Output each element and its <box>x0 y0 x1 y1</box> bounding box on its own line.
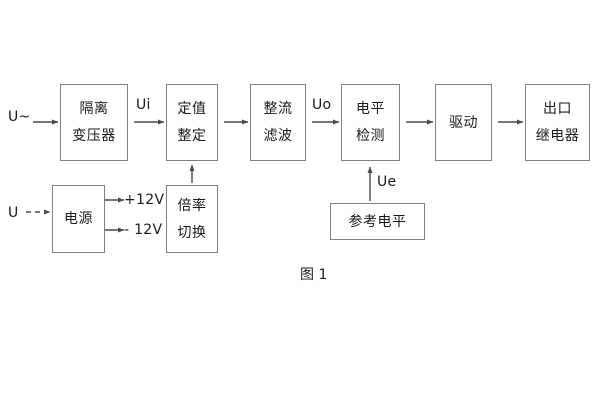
block-label-line: 出口 <box>543 101 572 117</box>
label-input-ac: U~ <box>8 109 31 125</box>
block-label-line: 电源 <box>64 211 93 227</box>
block-multiplier-switch: 倍率 切换 <box>166 185 218 253</box>
block-label-line: 驱动 <box>449 114 478 131</box>
label-input-dc: U <box>8 205 19 221</box>
block-label-line: 参考电平 <box>348 213 407 230</box>
block-output-relay: 出口 继电器 <box>525 84 590 161</box>
block-label-line: 整流 <box>263 101 293 117</box>
label-signal-ue: Ue <box>377 174 397 190</box>
block-label-line: 滤波 <box>263 128 293 144</box>
block-label-line: 倍率 <box>177 197 207 214</box>
block-drive: 驱动 <box>435 84 492 161</box>
block-label-line: 电平 <box>356 101 385 117</box>
block-label-line: 检测 <box>356 128 385 144</box>
block-rectify-filter: 整流 滤波 <box>250 84 306 161</box>
block-label-line: 继电器 <box>535 128 580 144</box>
label-supply-neg12v: - 12V <box>124 222 163 238</box>
block-power-supply: 电源 <box>52 185 105 253</box>
label-supply-pos12v: +12V <box>124 192 165 208</box>
block-level-detection: 电平 检测 <box>341 84 400 161</box>
figure-caption: 图 1 <box>300 267 328 283</box>
block-label-line: 隔离 <box>79 101 109 117</box>
block-label-line: 整定 <box>177 128 207 144</box>
block-label-line: 切换 <box>177 224 207 241</box>
block-isolation-transformer: 隔离 变压器 <box>60 84 128 161</box>
label-signal-ui: Ui <box>136 97 151 113</box>
label-signal-uo: Uo <box>312 97 332 113</box>
block-label-line: 定值 <box>177 101 207 117</box>
block-label-line: 变压器 <box>72 128 116 144</box>
block-setting-value: 定值 整定 <box>166 84 218 161</box>
block-reference-level: 参考电平 <box>330 203 425 240</box>
